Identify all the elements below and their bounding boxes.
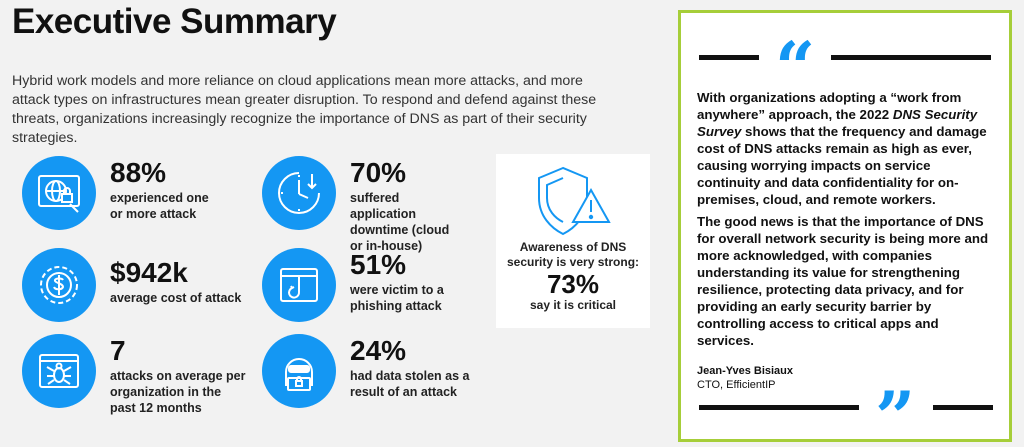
stat-value: 51%	[350, 249, 407, 280]
open-quote-icon: “	[775, 26, 816, 109]
dns-awareness-sub: say it is critical	[529, 298, 617, 312]
stat-value: 70%	[350, 157, 407, 188]
stat-value: 7	[110, 335, 126, 366]
dollar-gear-icon	[22, 248, 96, 322]
stat-description: experienced one or more attack	[110, 191, 209, 221]
divider	[699, 55, 759, 60]
divider	[699, 405, 859, 410]
dns-awareness-card: Awareness of DNS security is very strong…	[496, 154, 650, 328]
dns-awareness-percent: 73%	[546, 269, 600, 299]
intro-paragraph: Hybrid work models and more reliance on …	[12, 73, 597, 146]
page-title: Executive Summary	[12, 2, 337, 41]
author-name: Jean-Yves Bisiaux	[697, 365, 794, 377]
quote-paragraph-1: With organizations adopting a “work from…	[697, 90, 987, 207]
stat-average-cost: $942k average cost of attack	[22, 248, 250, 322]
hacker-icon	[262, 334, 336, 408]
stat-description: average cost of attack	[110, 291, 242, 305]
quote-box: “ With organizations adopting a “work fr…	[678, 10, 1012, 447]
quote-paragraph-2: The good news is that the importance of …	[697, 214, 989, 348]
stat-attacks-average: 7 attacks on average per organization in…	[22, 334, 250, 416]
stat-downtime: 70% suffered application downtime (cloud…	[262, 156, 465, 254]
clock-icon	[262, 156, 336, 230]
dns-awareness-text: Awareness of DNS security is very strong…	[506, 240, 640, 269]
stat-attacks-experienced: 88% experienced one or more attack	[22, 156, 220, 230]
phishing-hook-icon	[262, 248, 336, 322]
stat-description: suffered application downtime (cloud or …	[350, 191, 450, 253]
globe-lock-icon	[22, 156, 96, 230]
stat-data-stolen: 24% had data stolen as a result of an at…	[262, 334, 480, 408]
stat-phishing: 51% were victim to a phishing attack	[262, 248, 460, 322]
shield-warning-icon	[496, 164, 650, 236]
stat-description: attacks on average per organization in t…	[110, 369, 246, 415]
stat-value: 24%	[350, 335, 407, 366]
stat-value: $942k	[110, 257, 188, 288]
stat-description: had data stolen as a result of an attack	[350, 369, 470, 399]
divider	[831, 55, 991, 60]
close-quote-icon: ”	[875, 376, 916, 447]
divider	[933, 405, 993, 410]
bug-icon	[22, 334, 96, 408]
stat-value: 88%	[110, 157, 167, 188]
stat-description: were victim to a phishing attack	[350, 283, 444, 313]
author-role: CTO, EfficientIP	[697, 379, 776, 391]
